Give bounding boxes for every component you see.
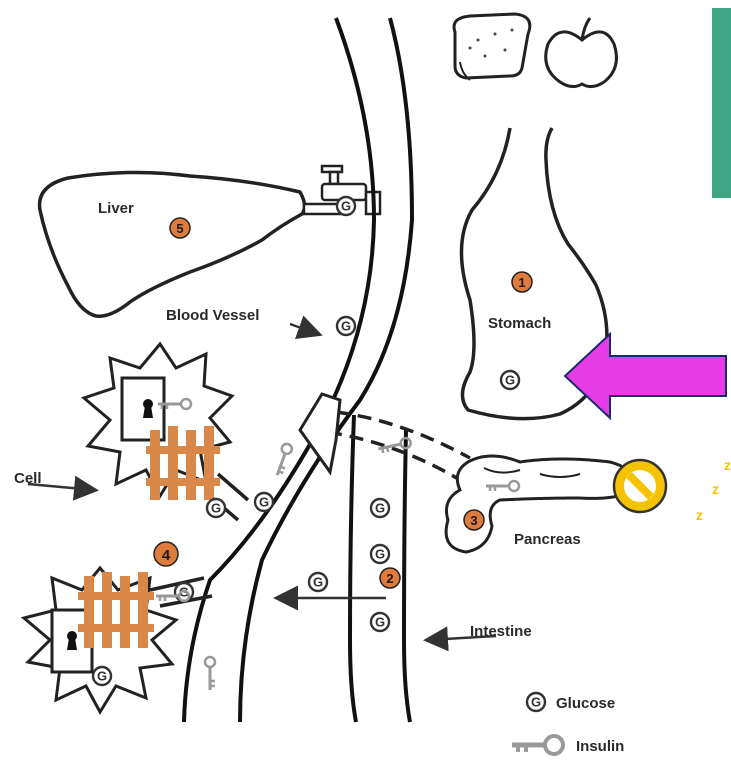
label-cell: Cell — [14, 470, 42, 487]
legend: Glucose Insulin — [512, 693, 624, 755]
step-4: 4 — [162, 547, 171, 564]
insulin-arrow — [300, 394, 340, 472]
step-2: 2 — [386, 571, 393, 586]
legend-glucose-icon — [527, 693, 545, 711]
label-pancreas: Pancreas — [514, 531, 581, 548]
sleep-z-3: z — [696, 507, 703, 523]
magenta-arrow-icon — [565, 334, 726, 418]
label-stomach: Stomach — [488, 315, 551, 332]
liver-outline — [40, 172, 305, 316]
label-intestine: Intestine — [470, 623, 532, 640]
no-entry-icon — [614, 460, 666, 512]
label-liver: Liver — [98, 200, 134, 217]
label-blood-vessel: Blood Vessel — [166, 307, 259, 324]
teal-box-icon — [712, 8, 731, 198]
step-3: 3 — [470, 513, 477, 528]
legend-insulin-label: Insulin — [576, 738, 624, 755]
intestine-walls — [350, 415, 410, 722]
apple-icon — [546, 18, 617, 87]
step-1: 1 — [518, 275, 525, 290]
legend-glucose-label: Glucose — [556, 695, 615, 712]
cell-channels — [150, 474, 248, 606]
step-5: 5 — [176, 221, 183, 236]
sleep-z-1: z — [724, 457, 731, 473]
legend-insulin-icon — [512, 736, 563, 754]
sleep-z-2: z — [712, 481, 719, 497]
bread-icon — [454, 14, 530, 80]
faucet-icon — [304, 166, 380, 215]
